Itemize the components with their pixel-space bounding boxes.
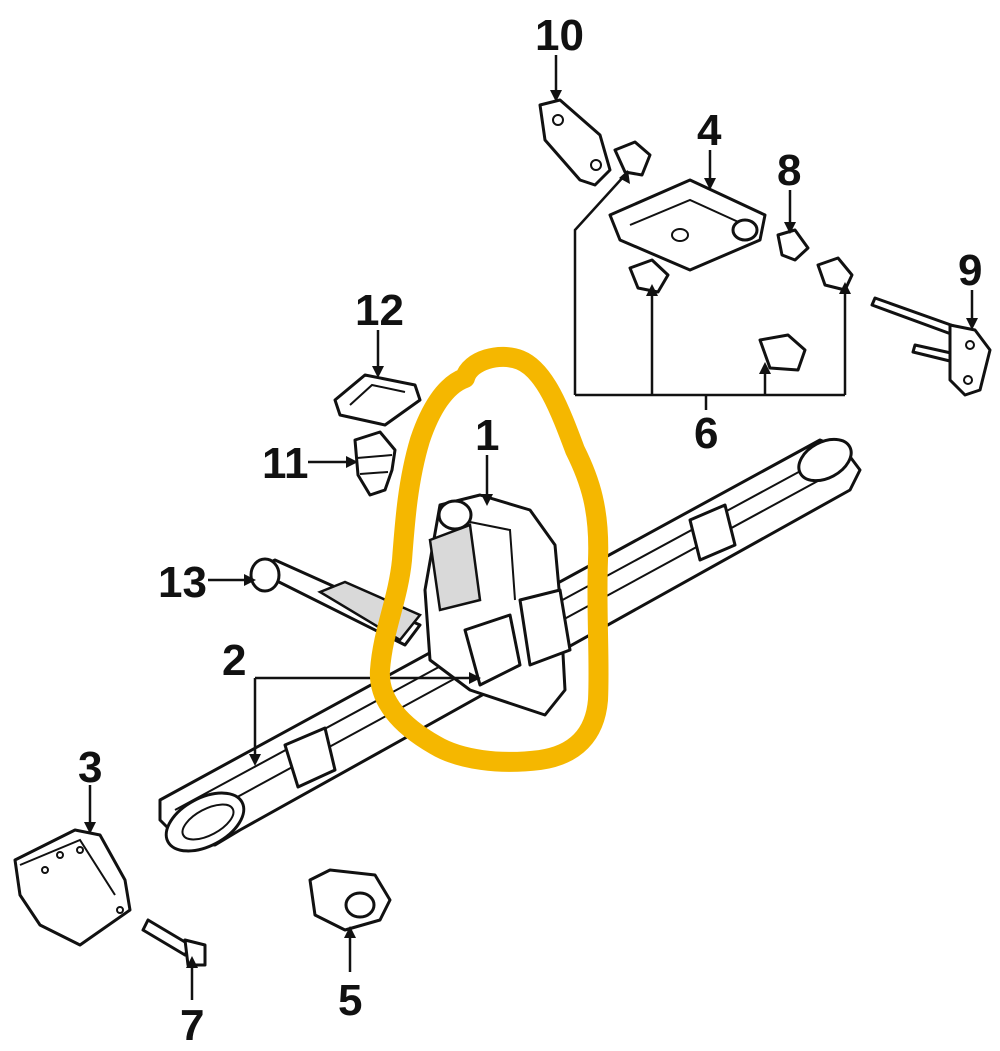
callout-9: 9 (958, 246, 982, 295)
callout-4: 4 (697, 106, 722, 155)
spring-plate (13, 828, 132, 947)
highlight-circle (369, 346, 609, 772)
callout-7: 7 (180, 1001, 204, 1050)
callout-13: 13 (158, 558, 207, 607)
callout-8: 8 (777, 146, 801, 195)
callout-5: 5 (338, 976, 362, 1025)
leader-lines (84, 55, 978, 1000)
callout-1: 1 (475, 411, 499, 460)
shackle (870, 296, 992, 397)
callout-labels: 10 4 8 9 12 6 11 1 13 2 3 7 5 (78, 11, 982, 1050)
bushings (628, 228, 854, 372)
callout-12: 12 (355, 286, 404, 335)
callout-2: 2 (222, 636, 246, 685)
callout-10: 10 (535, 11, 584, 60)
hanger (538, 98, 652, 187)
shackle-bracket (608, 178, 767, 272)
bolt (141, 918, 207, 967)
callout-6: 6 (694, 409, 718, 458)
insulator-pad (333, 373, 422, 427)
bumper (308, 868, 392, 932)
axle-housing (423, 493, 572, 717)
jounce-bumper (353, 430, 397, 497)
callout-3: 3 (78, 743, 102, 792)
callout-11: 11 (262, 439, 309, 488)
